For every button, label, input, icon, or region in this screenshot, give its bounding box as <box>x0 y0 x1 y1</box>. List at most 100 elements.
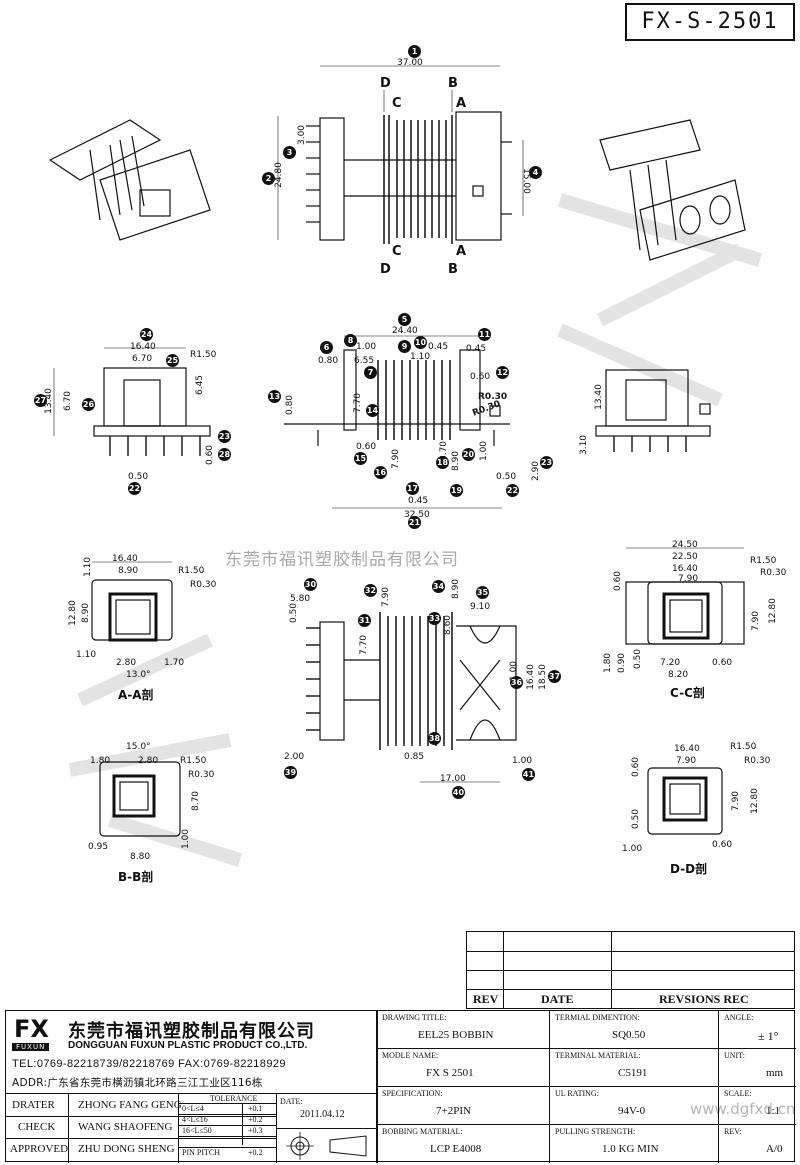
dim-aa-6: 8.90 <box>81 602 92 624</box>
section-mark-a-bottom: A <box>456 244 467 259</box>
dim-right-1: 3.10 <box>579 434 590 456</box>
dim-front-6: 0.50 <box>128 472 149 482</box>
dim-side-8: R0.30 <box>478 392 508 402</box>
site-watermark: www.dgfxd.cn <box>690 1100 796 1118</box>
pulling-strength-value: 1.0 KG MIN <box>602 1143 659 1155</box>
callout-1: 1 <box>408 45 421 58</box>
bobbing-material-value: LCP E4008 <box>430 1143 482 1155</box>
dim-bottom-6: 8.60 <box>443 614 454 636</box>
scale-value: 1:1 <box>766 1105 781 1117</box>
terminal-dimension-value: SQ0.50 <box>612 1029 646 1041</box>
dim-side-15: 8.90 <box>451 450 462 472</box>
dim-dd-7: 12.80 <box>749 788 760 814</box>
callout-25: 25 <box>166 354 179 367</box>
callout-41: 41 <box>522 768 535 781</box>
tolerance-range-4: PIN PITCH <box>182 1148 221 1157</box>
dim-aa-5: 12.80 <box>67 600 78 626</box>
drawing-title-value: EEL25 BOBBIN <box>418 1029 494 1041</box>
drafter-role: DRATER <box>12 1099 55 1111</box>
callout-9: 9 <box>398 340 411 353</box>
dim-cc-4: R1.50 <box>750 556 777 566</box>
dim-cc-2: 16.40 <box>672 564 698 574</box>
callout-36: 36 <box>510 676 523 689</box>
tolerance-range-3: 16<L≤50 <box>182 1126 212 1135</box>
unit-value: mm <box>766 1067 784 1079</box>
rev-header: REV <box>473 992 499 1006</box>
dim-side-16: 1.00 <box>479 440 490 462</box>
dim-bottom-13: 1.00 <box>512 756 533 766</box>
dim-side-6: 0.45 <box>466 344 487 354</box>
dim-cc-8: 12.80 <box>767 598 778 624</box>
callout-4: 4 <box>529 166 542 179</box>
dim-bottom-12: 17.00 <box>440 774 466 784</box>
unit-label: UNIT: <box>724 1051 745 1060</box>
dim-bb-5: 8.70 <box>191 790 202 812</box>
model-name-label: MODLE NAME: <box>382 1051 439 1060</box>
section-mark-a-top: A <box>456 96 467 111</box>
dim-cc-6: 0.60 <box>613 570 624 592</box>
company-name-cn: 东莞市福讯塑胶制品有限公司 <box>68 1021 315 1042</box>
dim-front-0: 16.40 <box>130 342 156 352</box>
callout-12: 12 <box>496 366 509 379</box>
callout-38: 38 <box>428 732 441 745</box>
callout-22-front: 22 <box>128 482 141 495</box>
callout-7: 7 <box>364 366 377 379</box>
section-mark-d-top: D <box>380 76 391 91</box>
dim-side-17: 0.50 <box>496 472 517 482</box>
section-mark-d-bottom: D <box>380 262 391 277</box>
callout-23-side: 23 <box>540 456 553 469</box>
callout-40: 40 <box>452 786 465 799</box>
dim-cc-7: 7.90 <box>751 610 762 632</box>
dim-bottom-10: 2.00 <box>284 752 305 762</box>
callout-8: 8 <box>344 334 357 347</box>
front-view <box>53 347 211 456</box>
side-view <box>284 335 510 509</box>
section-mark-c-bottom: C <box>392 244 402 259</box>
section-label-aa: A-A剖 <box>118 688 154 702</box>
dim-side-10: 7.70 <box>353 392 364 414</box>
section-mark-b-top: B <box>448 76 458 91</box>
callout-26: 26 <box>82 398 95 411</box>
rev-label: REV: <box>724 1127 742 1136</box>
dim-side-5: 0.45 <box>428 342 449 352</box>
dim-aa-0: 16.40 <box>112 554 138 564</box>
dim-bb-7: 8.80 <box>130 852 151 862</box>
ul-rating-label: UL RATING: <box>555 1089 599 1098</box>
callout-13: 13 <box>268 390 281 403</box>
dim-bottom-8: 18.50 <box>537 664 548 690</box>
drawing-title-label: DRAWING TITLE: <box>382 1013 447 1022</box>
dim-side-20: 32.50 <box>404 510 430 520</box>
dim-front-7: 0.60 <box>205 444 216 466</box>
callout-3: 3 <box>283 146 296 159</box>
dim-aa-3: R0.30 <box>190 580 217 590</box>
dim-top-1: 24.80 <box>273 162 284 188</box>
approved-role: APPROVED <box>10 1143 69 1155</box>
dim-aa-9: 1.70 <box>164 658 185 668</box>
dim-dd-6: 7.90 <box>731 790 742 812</box>
callout-11: 11 <box>478 328 491 341</box>
bobbing-material-label: BOBBING MATERIAL: <box>382 1127 463 1136</box>
dim-aa-2: R1.50 <box>178 566 205 576</box>
tolerance-value-4: +0.2 <box>248 1148 263 1157</box>
callout-14: 14 <box>366 404 379 417</box>
revisions-header: REVSIONS REC <box>659 992 749 1006</box>
section-label-dd: D-D剖 <box>670 862 708 876</box>
section-mark-b-bottom: B <box>448 262 458 277</box>
dim-dd-5: 0.50 <box>631 808 642 830</box>
dim-front-2: R1.50 <box>190 350 217 360</box>
section-mark-c-top: C <box>392 96 402 111</box>
callout-33: 33 <box>428 612 441 625</box>
company-address: ADDR:广东省东莞市横沥镇北环路三江工业区116栋 <box>12 1077 263 1089</box>
top-view <box>277 65 524 244</box>
dim-right-0: 13.40 <box>593 384 604 410</box>
tolerance-title: TOLERANCE <box>210 1094 258 1103</box>
callout-5: 5 <box>398 313 411 326</box>
dim-cc-11: 0.50 <box>633 648 644 670</box>
dim-side-3: 6.55 <box>354 356 375 366</box>
callout-20: 20 <box>462 448 475 461</box>
revision-table: REV DATE REVSIONS REC <box>466 931 795 1009</box>
callout-16: 16 <box>374 466 387 479</box>
tolerance-value-1: +0.1 <box>248 1104 263 1113</box>
dim-dd-2: R1.50 <box>730 742 757 752</box>
check-role: CHECK <box>18 1121 56 1133</box>
